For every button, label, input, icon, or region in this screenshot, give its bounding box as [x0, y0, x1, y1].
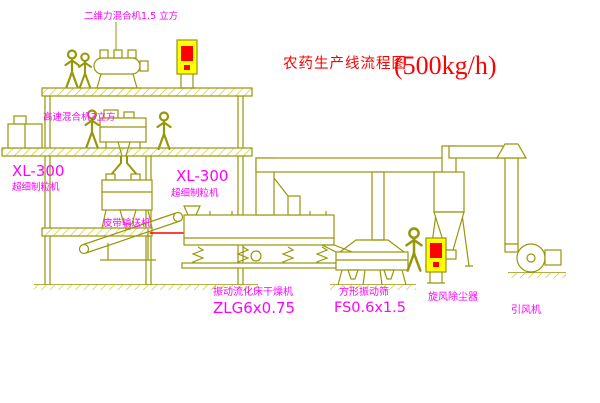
- main-horizontal-duct: [255, 157, 453, 173]
- fan-hub: [526, 253, 536, 263]
- high-speed-mixer-drawing: [99, 109, 147, 157]
- worker-figure: [64, 49, 80, 89]
- screen-exhaust-riser: [371, 171, 385, 241]
- building-column-right: [237, 95, 244, 286]
- dryer-body: [183, 214, 335, 246]
- fan-inlet-connector: [504, 243, 519, 253]
- duct-connector: [273, 177, 289, 197]
- granulator-mid-drawing: [101, 173, 153, 230]
- label-granulator-left-model: XL-300: [12, 162, 64, 180]
- dryer-spring: [191, 246, 205, 266]
- granulator-mid-inlet: [130, 173, 141, 181]
- granulator-mid-legs: [101, 209, 153, 229]
- label-granulator-mid-model: XL-300: [176, 167, 228, 185]
- label-granulator-mid-name: 超细制粒机: [171, 187, 219, 199]
- mixer-2d-port: [113, 49, 123, 59]
- label-cyclone: 旋风除尘器: [428, 290, 478, 303]
- screen-discharge-spout: [383, 269, 395, 280]
- stack-rain-cap: [495, 143, 528, 159]
- label-mixer-2d: 二维力混合机1.5 立方: [84, 10, 178, 22]
- label-dryer-model: ZLG6x0.75: [213, 299, 295, 317]
- mixer-2d-drawing: [93, 49, 149, 89]
- mixer-2d-body: [93, 57, 141, 75]
- vibrating-screen-drawing: [335, 239, 409, 286]
- label-dryer-name: 振动流化床干燥机: [213, 285, 293, 298]
- diagram-title-capacity: (500kg/h): [394, 51, 497, 80]
- cabinet-stand: [178, 74, 196, 89]
- hs-mixer-lid-port: [123, 111, 135, 119]
- y-pipe-left-branch: [109, 156, 122, 177]
- roof-slab: [41, 87, 253, 97]
- screen-legs: [337, 269, 407, 286]
- stack-and-fan-drawing: [448, 143, 566, 278]
- fan-motor: [544, 249, 562, 266]
- ground-hatch-left: [34, 285, 258, 290]
- fan-base-hatch: [508, 273, 566, 278]
- granulator-left-drawing: [7, 115, 43, 149]
- screen-discharge-spout: [347, 269, 359, 280]
- granulator-mid-cone: [119, 209, 137, 225]
- granulator-left-hopper: [13, 115, 27, 125]
- control-cabinet-field: [425, 237, 447, 284]
- annotations: 二维力混合机1.5 立方 高速混合机3立方 XL-300 超细制粒机 XL-30…: [12, 10, 541, 317]
- label-fan: 引风机: [511, 303, 541, 316]
- dryer-feed-funnel: [183, 205, 201, 216]
- mixer-2d-port: [99, 49, 109, 59]
- cabinet-panel-light: [184, 65, 190, 70]
- conveyor-belt-top: [81, 212, 177, 246]
- control-cabinet-roof: [176, 39, 198, 89]
- stack-pipe: [504, 157, 519, 245]
- mezzanine-slab: [41, 227, 153, 237]
- screen-body: [335, 251, 409, 271]
- worker-figure: [77, 52, 93, 89]
- granulator-mid-inlet: [105, 173, 116, 181]
- dryer-vibration-motor: [250, 250, 262, 262]
- worker-figure: [405, 227, 423, 272]
- feed-y-pipe: [109, 156, 139, 177]
- cyclone-drawing: [425, 145, 473, 267]
- dryer-base-frame: [181, 262, 337, 269]
- cabinet-door: [181, 46, 193, 61]
- ground-hatch-screen: [330, 285, 416, 290]
- dryer-exhaust-stub: [287, 195, 301, 216]
- mixer-2d-port: [127, 49, 137, 59]
- label-belt-conveyor: 皮带输送机: [103, 217, 151, 229]
- conveyor-supports: [100, 229, 156, 261]
- y-pipe-right-branch: [126, 156, 139, 177]
- dryer-flanges: [209, 211, 327, 215]
- hs-mixer-body: [99, 117, 147, 143]
- label-high-speed-mixer: 高速混合机3立方: [43, 111, 116, 123]
- screen-hood: [339, 239, 405, 253]
- cabinet-door: [430, 243, 442, 258]
- cyclone-barrel: [433, 171, 465, 213]
- cabinet-stand: [427, 272, 445, 284]
- hs-mixer-discharge: [117, 141, 131, 157]
- label-granulator-left-name: 超细制粒机: [12, 181, 60, 193]
- cabinet-panel-light: [433, 262, 439, 267]
- diagram-title: 农药生产线流程图: [283, 55, 407, 72]
- conveyor-belt-bottom: [85, 220, 181, 254]
- fluid-bed-dryer-drawing: [181, 205, 354, 269]
- hs-mixer-legs: [105, 142, 141, 148]
- label-screen-name: 方形振动筛: [339, 285, 389, 298]
- granulator-mid-body: [101, 179, 153, 211]
- mixer-2d-motor: [139, 60, 149, 72]
- worker-figure: [156, 111, 172, 151]
- label-screen-model: FS0.6x1.5: [334, 300, 406, 316]
- belt-conveyor-drawing: [78, 211, 184, 261]
- mixer-2d-legs: [95, 73, 139, 89]
- dryer-spring: [281, 246, 295, 266]
- dryer-spring: [315, 246, 329, 266]
